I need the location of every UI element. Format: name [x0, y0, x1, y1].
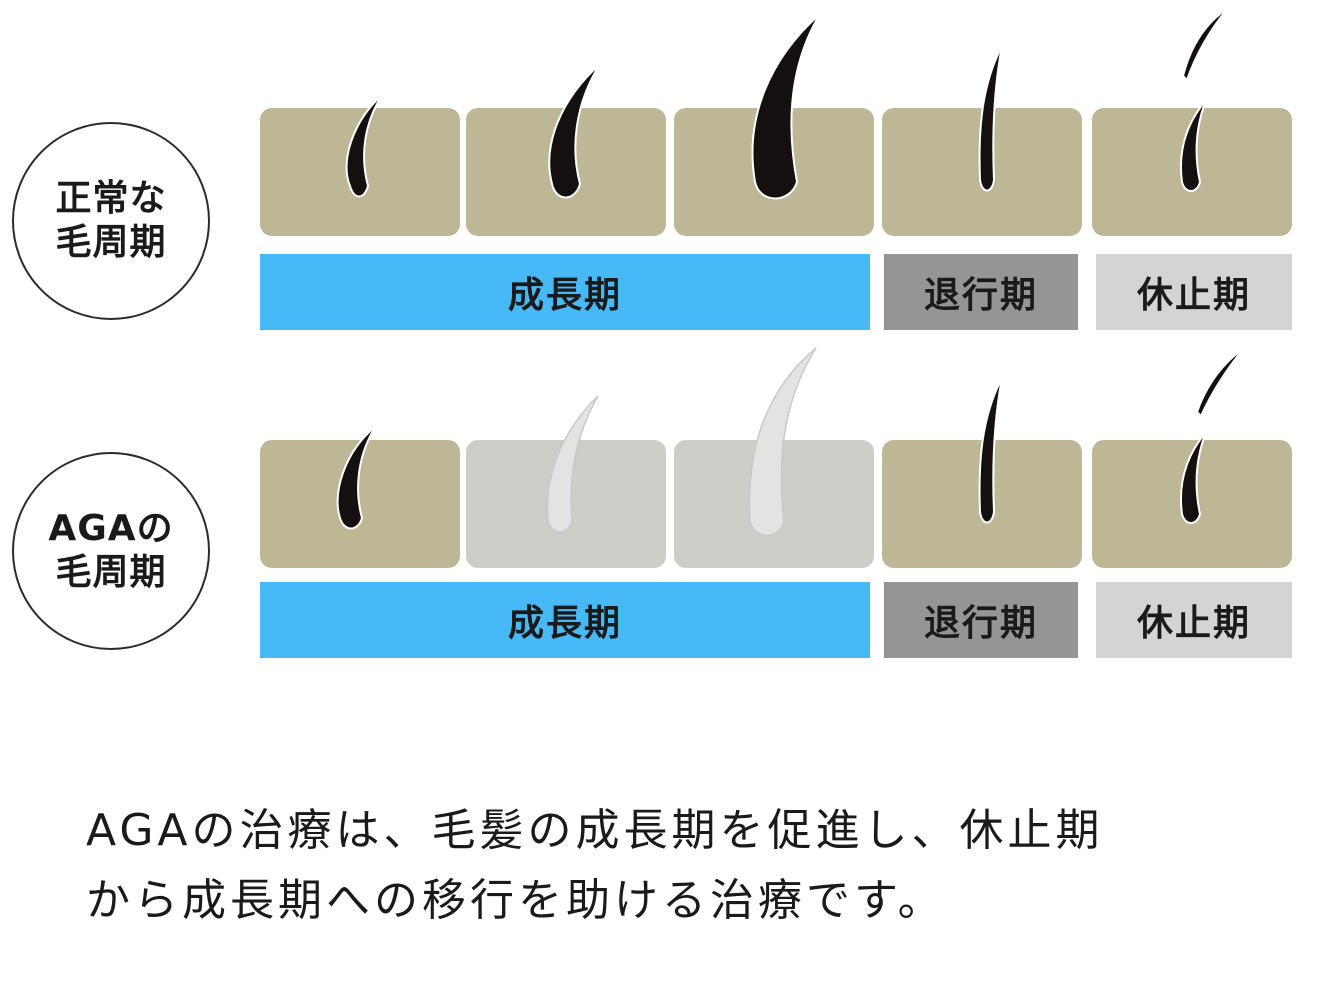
caption-line-2: から成長期への移行を助ける治療です。: [86, 875, 946, 926]
telogen-phase-bar: 休止期: [1096, 254, 1292, 330]
skin-block-4: [882, 440, 1082, 568]
caption-text: AGAの治療は、毛髪の成長期を促進し、休止期 から成長期への移行を助ける治療です…: [86, 796, 1286, 936]
skin-block-1: [260, 440, 460, 568]
skin-block-2: [466, 440, 666, 568]
aga-cycle-label-line-2: 毛周期: [55, 552, 167, 593]
catagen-phase-bar: 退行期: [884, 582, 1078, 658]
aga-cycle-label-circle: AGAの 毛周期: [12, 452, 210, 650]
skin-block-4: [882, 108, 1082, 236]
aga-cycle-label-line-1: AGAの: [48, 508, 174, 549]
skin-block-3: [674, 440, 874, 568]
skin-block-2: [466, 108, 666, 236]
skin-block-3: [674, 108, 874, 236]
catagen-phase-label: 退行期: [923, 275, 1038, 316]
telogen-phase-bar: 休止期: [1096, 582, 1292, 658]
anagen-phase-bar: 成長期: [260, 254, 870, 330]
normal-cycle-label-line-1: 正常な: [55, 178, 167, 219]
anagen-phase-bar: 成長期: [260, 582, 870, 658]
telogen-phase-label: 休止期: [1136, 603, 1251, 644]
hair-strand: [1195, 347, 1245, 418]
catagen-phase-bar: 退行期: [884, 254, 1078, 330]
catagen-phase-label: 退行期: [923, 603, 1038, 644]
normal-cycle-label-line-2: 毛周期: [55, 222, 167, 263]
skin-block-5: [1092, 440, 1292, 568]
anagen-phase-label: 成長期: [507, 275, 622, 316]
caption-line-1: AGAの治療は、毛髪の成長期を促進し、休止期: [86, 805, 1104, 856]
skin-block-1: [260, 108, 460, 236]
skin-block-5: [1092, 108, 1292, 236]
hair-strand: [1181, 7, 1229, 82]
anagen-phase-label: 成長期: [507, 603, 622, 644]
normal-cycle-label-circle: 正常な 毛周期: [12, 122, 210, 320]
telogen-phase-label: 休止期: [1136, 275, 1251, 316]
